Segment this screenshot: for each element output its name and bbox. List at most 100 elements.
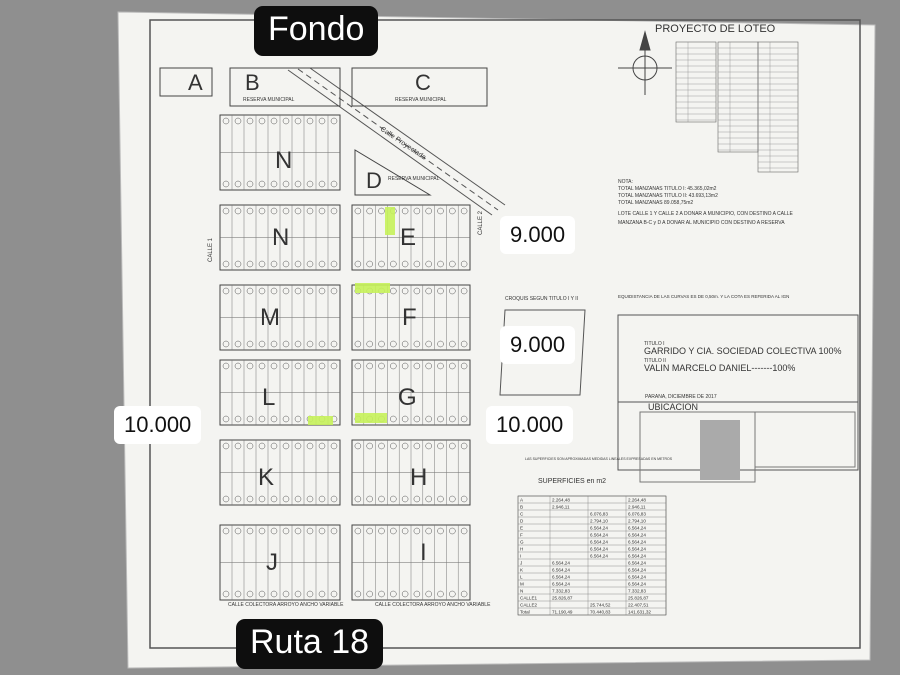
plan-title: PROYECTO DE LOTEO	[655, 23, 776, 35]
owner-2: VALIN MARCELO DANIEL-------100%	[644, 363, 795, 373]
label-ruta-18: Ruta 18	[236, 619, 384, 669]
surf-cell: Total	[520, 610, 530, 615]
surf-cell: 2.264,48	[552, 498, 570, 503]
block-h-label: H	[410, 464, 427, 491]
surf-cell: F	[520, 533, 523, 538]
surf-cell: N	[520, 589, 523, 594]
surf-cell: 22.407,51	[628, 603, 649, 608]
label-right-top: 9.000	[500, 216, 576, 254]
reserva-b: RESERVA MUNICIPAL	[243, 97, 295, 103]
reserva-d: RESERVA MUNICIPAL	[388, 176, 440, 182]
surf-cell: H	[520, 547, 523, 552]
calle1-label: CALLE 1	[208, 237, 214, 262]
surf-cell: 25.826,87	[552, 596, 573, 601]
block-k-label: K	[258, 464, 274, 491]
surf-cell: 6.564,24	[590, 547, 608, 552]
titulo2-label: TITULO II	[644, 358, 666, 364]
surf-cell: G	[520, 540, 524, 545]
notes-heading: NOTA:	[618, 179, 633, 185]
surf-cell: 6.076,83	[590, 512, 608, 517]
highlighted-lot-2	[308, 416, 333, 425]
block-n-lower-label: N	[272, 224, 289, 251]
note-1: TOTAL MANZANAS TITULO II: 43.693,13m2	[618, 193, 718, 199]
surf-cell: 6.564,24	[590, 526, 608, 531]
block-j-label: J	[266, 549, 278, 576]
block-d-frame	[354, 149, 432, 196]
block-a-frame	[159, 67, 213, 97]
block-b-frame	[229, 67, 341, 107]
equid-note: EQUIDISTANCIA DE LAS CURVAS ES DE 0,50m.…	[618, 294, 789, 299]
surf-cell: 6.564,24	[552, 568, 570, 573]
area-tables	[675, 41, 799, 173]
surf-cell: B	[520, 505, 523, 510]
titulo1-label: TITULO I	[644, 341, 665, 347]
surf-cell: D	[520, 519, 524, 524]
block-f-label: F	[402, 304, 417, 331]
surf-cell: K	[520, 568, 524, 573]
surf-cell: C	[520, 512, 524, 517]
highlighted-lot-1	[355, 283, 390, 293]
block-m-label: M	[260, 304, 280, 331]
note-0: TOTAL MANZANAS TITULO I: 45.365,02m2	[618, 186, 717, 192]
block-d-label: D	[366, 168, 382, 193]
surf-cell: 6.564,24	[628, 575, 646, 580]
surf-cell: 71.190,49	[552, 610, 573, 615]
plan-frame	[149, 19, 861, 649]
highlighted-lot-0	[385, 207, 395, 235]
ubicacion-urban-block	[700, 420, 740, 480]
surf-cell: 6.564,24	[628, 582, 646, 587]
paper	[117, 11, 876, 669]
diagonal-street	[287, 67, 506, 216]
date-label: PARANA, DICIEMBRE DE 2017	[645, 394, 717, 400]
surf-cell: I	[520, 554, 521, 559]
title-block-company	[754, 411, 856, 468]
ubicacion-label: UBICACION	[648, 402, 698, 412]
highlighted-lot-3	[355, 413, 387, 423]
label-right-mid: 9.000	[500, 326, 576, 364]
surf-cell: 6.076,83	[628, 512, 646, 517]
block-a-label: A	[188, 70, 203, 95]
surf-cell: E	[520, 526, 523, 531]
note-3: LOTE CALLE 1 Y CALLE 2 A DONAR A MUNICIP…	[618, 211, 794, 217]
block-c-label: C	[415, 70, 431, 95]
surf-cell: 6.564,24	[552, 582, 570, 587]
surf-cell: CALLE1	[520, 596, 538, 601]
label-right-bottom: 10.000	[486, 406, 574, 444]
surf-cell: J	[520, 561, 522, 566]
surf-cell: M	[520, 582, 524, 587]
surf-cell: 7.332,83	[628, 589, 646, 594]
note-2: TOTAL MANZANAS 89.058,75m2	[618, 200, 693, 206]
surf-cell: 2.794,10	[590, 519, 608, 524]
reserva-c: RESERVA MUNICIPAL	[395, 97, 447, 103]
block-e-label: E	[400, 224, 416, 251]
surf-cell: L	[520, 575, 523, 580]
label-left: 10.000	[114, 406, 202, 444]
block-l-label: L	[262, 384, 275, 411]
note-4: MANZANA B-C y D A DONAR AL MUNICIPIO CON…	[618, 220, 785, 226]
owner-1: GARRIDO Y CIA. SOCIEDAD COLECTIVA 100%	[644, 346, 842, 356]
croquis-shape	[499, 309, 586, 396]
croquis-label: CROQUIS SEGUN TITULO I Y II	[505, 296, 578, 302]
surf-title: SUPERFICIES en m2	[538, 478, 606, 485]
calle-bottom-left: CALLE COLECTORA ARROYO ANCHO VARIABLE	[228, 602, 344, 608]
block-i-label: I	[420, 539, 427, 566]
surf-cell: 6.564,24	[628, 554, 646, 559]
surf-cell: 2.946,11	[628, 505, 646, 510]
surf-cell: CALLE2	[520, 603, 538, 608]
block-g-label: G	[398, 384, 417, 411]
surf-cell: 25.744,52	[590, 603, 611, 608]
surf-cell: 70.440,83	[590, 610, 611, 615]
surf-cell: 141.631,32	[628, 610, 651, 615]
surf-cell: 2.264,48	[628, 498, 646, 503]
north-arrow-icon	[618, 30, 672, 95]
lot-grid	[219, 114, 471, 601]
surf-cell: 6.564,24	[590, 533, 608, 538]
block-n-upper-label: N	[275, 147, 292, 174]
surf-cell: 6.564,24	[628, 540, 646, 545]
surf-cell: 6.564,24	[628, 568, 646, 573]
surf-cell: 25.826,87	[628, 596, 649, 601]
surf-cell: 7.332,83	[552, 589, 570, 594]
surf-cell: 6.564,24	[628, 533, 646, 538]
calle2-label: CALLE 2	[478, 210, 484, 235]
